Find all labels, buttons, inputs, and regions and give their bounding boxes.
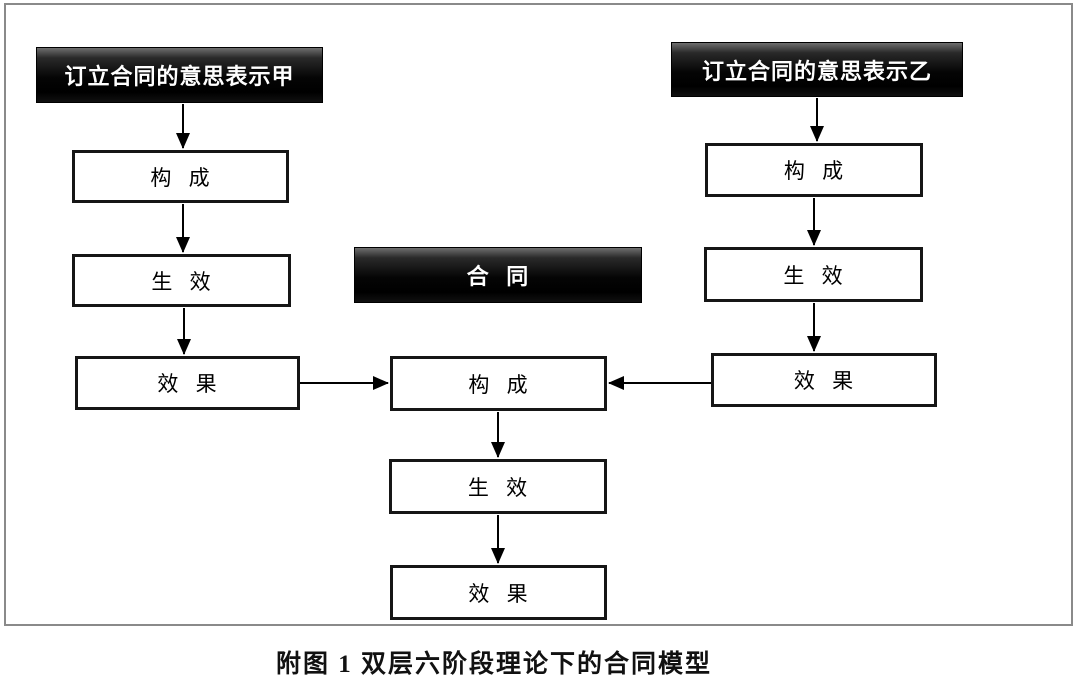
node-intent-party-b: 订立合同的意思表示乙 (671, 42, 963, 97)
node-right-constitution: 构 成 (705, 143, 923, 197)
node-right-validity: 生 效 (704, 247, 923, 302)
node-middle-effect: 效 果 (390, 565, 607, 620)
node-left-constitution: 构 成 (72, 150, 289, 203)
node-intent-party-a: 订立合同的意思表示甲 (36, 47, 323, 103)
node-middle-constitution: 构 成 (390, 356, 607, 411)
node-left-validity: 生 效 (72, 254, 291, 307)
node-contract: 合 同 (354, 247, 642, 303)
node-right-effect: 效 果 (711, 353, 937, 407)
node-middle-validity: 生 效 (389, 459, 607, 514)
node-left-effect: 效 果 (75, 356, 300, 410)
figure-caption: 附图 1 双层六阶段理论下的合同模型 (276, 651, 713, 678)
